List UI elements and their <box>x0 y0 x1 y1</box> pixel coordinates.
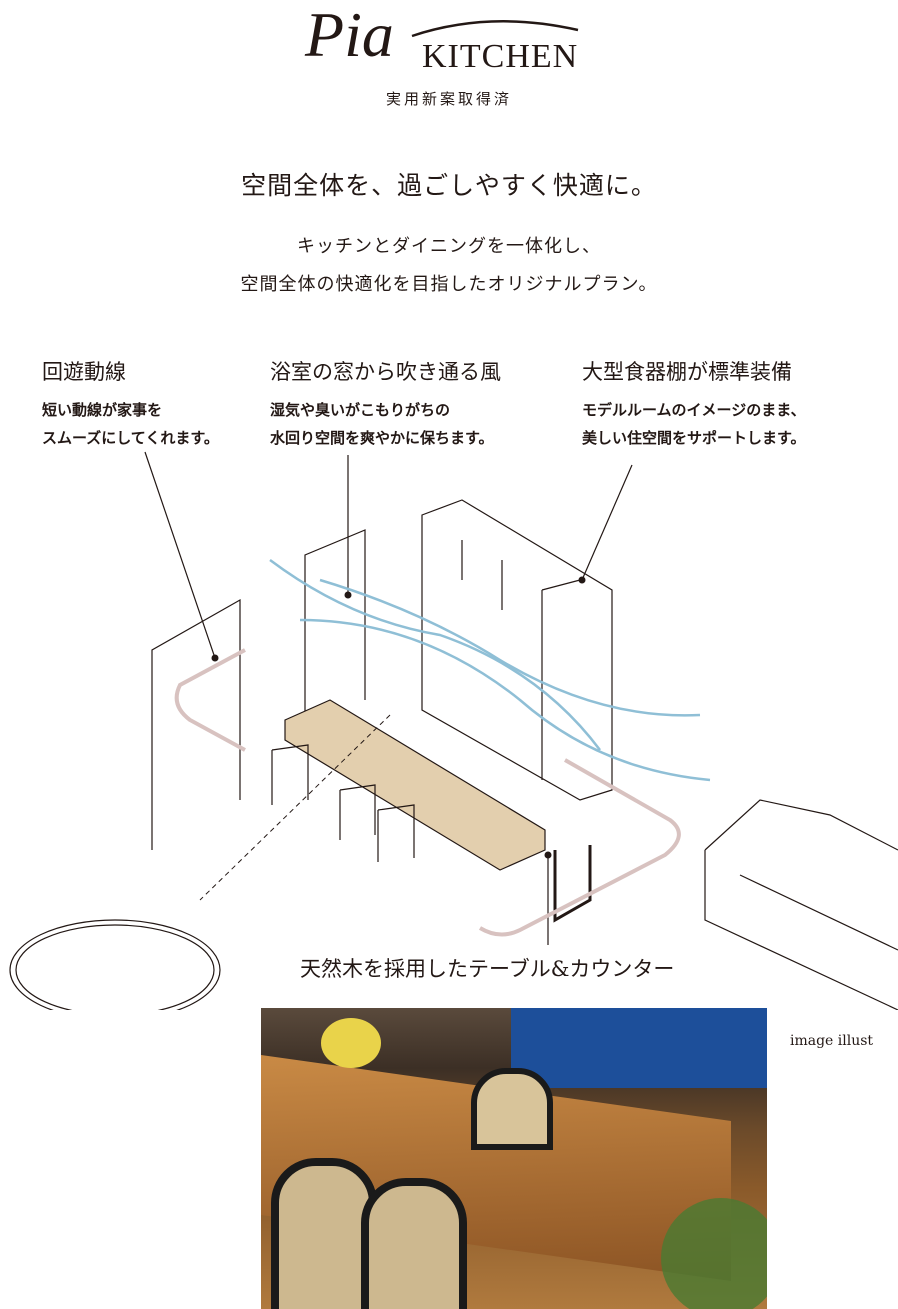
feature-cupboard: 大型食器棚が標準装備 モデルルームのイメージのまま、美しい住空間をサポートします… <box>582 356 806 452</box>
feature-title: 浴室の窓から吹き通る風 <box>270 360 501 384</box>
lead-text: キッチンとダイニングを一体化し、 空間全体の快適化を目指したオリジナルプラン。 <box>0 228 898 304</box>
feature-body: 湿気や臭いがこもりがちの水回り空間を爽やかに保ちます。 <box>270 401 494 447</box>
counter <box>284 699 546 871</box>
logo-script: Pia <box>305 0 394 70</box>
dining-photo <box>261 1008 767 1309</box>
cupboard <box>421 499 613 801</box>
image-note: image illust <box>790 1033 874 1049</box>
leader-line <box>144 451 216 659</box>
flowers <box>321 1018 381 1068</box>
logo-word: KITCHEN <box>422 38 579 75</box>
patent-label: 実用新案取得済 <box>385 90 512 108</box>
wall <box>151 598 241 850</box>
feature-circulation: 回遊動線 短い動線が家事をスムーズにしてくれます。 <box>42 356 219 452</box>
chair <box>271 1158 377 1309</box>
plant-foreground <box>661 1198 767 1309</box>
circulation-path <box>174 648 681 937</box>
blue-wall <box>511 1008 767 1088</box>
lead-line: 空間全体の快適化を目指したオリジナルプラン。 <box>240 274 658 295</box>
wind-lines <box>269 558 711 782</box>
dashed-arrow <box>199 714 391 901</box>
feature-title: 大型食器棚が標準装備 <box>582 360 792 384</box>
feature-wind: 浴室の窓から吹き通る風 湿気や臭いがこもりがちの水回り空間を爽やかに保ちます。 <box>270 356 501 452</box>
sofa <box>704 799 898 1010</box>
table-leg <box>553 845 592 923</box>
logo-arc-icon <box>411 20 579 38</box>
stool <box>271 744 415 862</box>
feature-body: 短い動線が家事をスムーズにしてくれます。 <box>42 401 219 447</box>
table-caption: 天然木を採用したテーブル&カウンター <box>300 957 675 981</box>
leader-line <box>581 464 633 581</box>
feature-body: モデルルームのイメージのまま、美しい住空間をサポートします。 <box>582 401 806 447</box>
play-area <box>9 919 221 1010</box>
lead-line: キッチンとダイニングを一体化し、 <box>297 236 601 257</box>
chair <box>471 1068 553 1150</box>
kitchen-illustration <box>9 451 898 1010</box>
headline: 空間全体を、過ごしやすく快適に。 <box>241 171 657 200</box>
chair <box>361 1178 467 1309</box>
feature-title: 回遊動線 <box>42 360 126 384</box>
